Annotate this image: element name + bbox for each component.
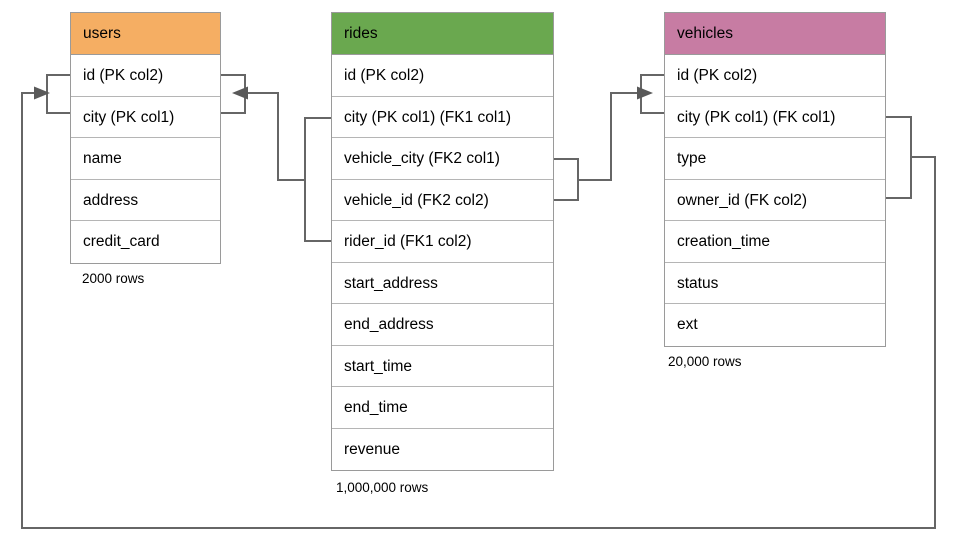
entity-table-vehicles[interactable]: vehicles id (PK col2) city (PK col1) (FK… — [664, 12, 886, 347]
column-row-vehicles-ext[interactable]: ext — [665, 304, 885, 346]
entity-table-rides[interactable]: rides id (PK col2) city (PK col1) (FK1 c… — [331, 12, 554, 471]
column-row-rides-id[interactable]: id (PK col2) — [332, 55, 553, 97]
column-row-rides-start-address[interactable]: start_address — [332, 262, 553, 304]
row-count-label-users: 2000 rows — [82, 271, 145, 286]
connector-run-rides-vehicles — [578, 92, 650, 181]
column-row-rides-end-address[interactable]: end_address — [332, 304, 553, 346]
column-row-vehicles-id[interactable]: id (PK col2) — [665, 55, 885, 97]
table-header-rides[interactable]: rides — [332, 13, 553, 55]
table-header-vehicles[interactable]: vehicles — [665, 13, 885, 55]
column-row-rides-end-time[interactable]: end_time — [332, 387, 553, 429]
column-row-rides-start-time[interactable]: start_time — [332, 345, 553, 387]
table-header-users[interactable]: users — [71, 13, 220, 55]
column-row-rides-vehicle-id[interactable]: vehicle_id (FK2 col2) — [332, 179, 553, 221]
column-row-vehicles-type[interactable]: type — [665, 138, 885, 180]
connector-bracket-vehicles-right — [886, 116, 912, 199]
column-row-rides-vehicle-city[interactable]: vehicle_city (FK2 col1) — [332, 138, 553, 180]
row-count-label-rides: 1,000,000 rows — [336, 480, 429, 495]
column-row-vehicles-owner-id[interactable]: owner_id (FK col2) — [665, 179, 885, 221]
connector-vehicles-to-users[interactable] — [21, 74, 936, 529]
column-row-vehicles-city[interactable]: city (PK col1) (FK col1) — [665, 96, 885, 138]
connector-run-vehicles-users — [21, 92, 936, 529]
row-count-label-vehicles: 20,000 rows — [668, 354, 742, 369]
column-row-rides-city[interactable]: city (PK col1) (FK1 col1) — [332, 96, 553, 138]
connector-bracket-rides-right — [554, 158, 579, 201]
connector-rides-to-users[interactable] — [221, 74, 331, 242]
column-row-users-id[interactable]: id (PK col2) — [71, 55, 220, 97]
column-row-vehicles-status[interactable]: status — [665, 262, 885, 304]
connector-rides-to-vehicles[interactable] — [554, 74, 664, 201]
column-row-users-credit-card[interactable]: credit_card — [71, 221, 220, 263]
connector-bracket-rides-left — [304, 117, 331, 242]
arrowhead-into-users-left — [34, 86, 50, 100]
column-row-users-name[interactable]: name — [71, 138, 220, 180]
column-row-vehicles-creation-time[interactable]: creation_time — [665, 221, 885, 263]
arrowhead-into-vehicles-left — [637, 86, 653, 100]
entity-table-users[interactable]: users id (PK col2) city (PK col1) name a… — [70, 12, 221, 264]
connector-run-rides-users — [247, 92, 305, 181]
column-row-rides-revenue[interactable]: revenue — [332, 428, 553, 470]
column-row-users-city[interactable]: city (PK col1) — [71, 96, 220, 138]
arrowhead-into-users-right — [232, 86, 248, 100]
connector-bracket-users-left — [46, 74, 70, 114]
column-row-users-address[interactable]: address — [71, 179, 220, 221]
column-row-rides-rider-id[interactable]: rider_id (FK1 col2) — [332, 221, 553, 263]
